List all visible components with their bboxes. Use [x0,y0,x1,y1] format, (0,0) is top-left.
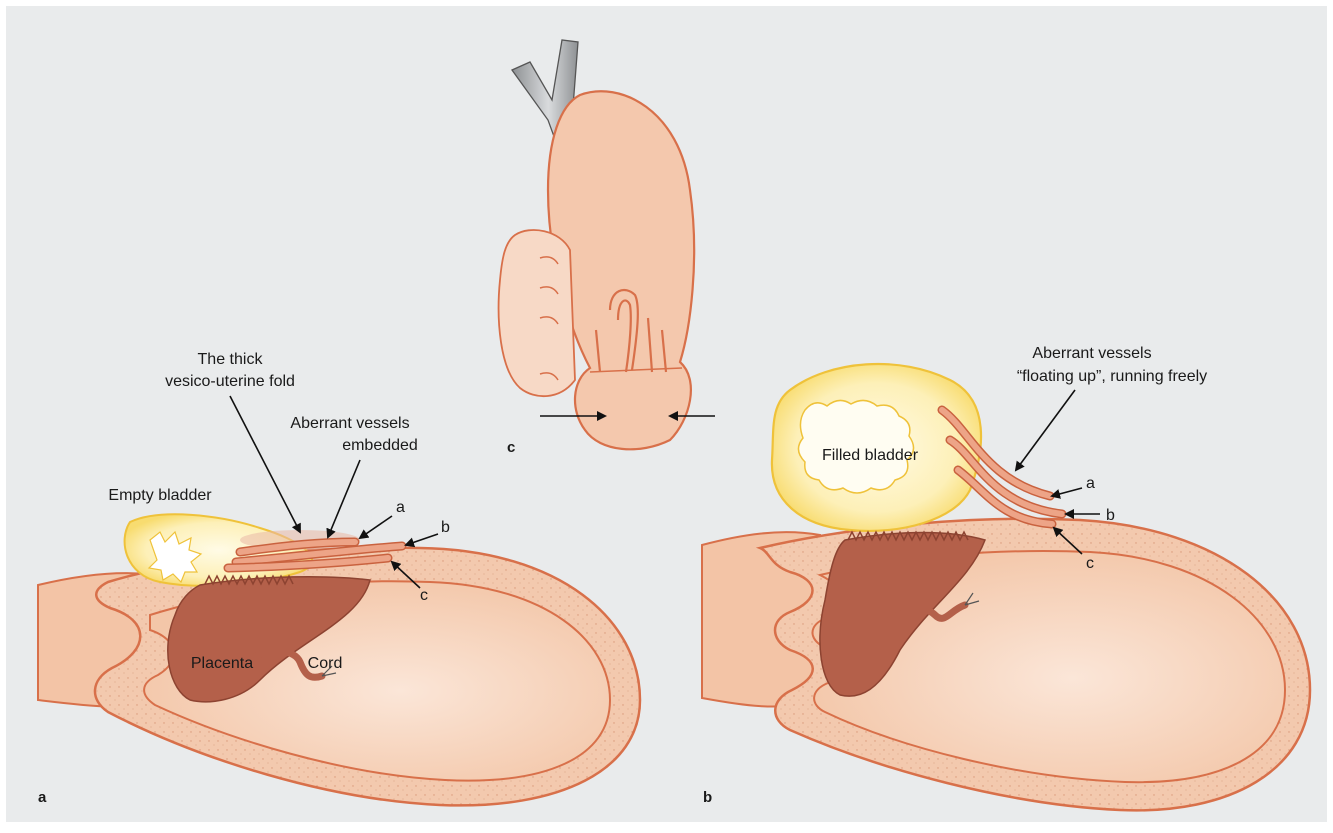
label-vessels-b-line2: “floating up”, running freely [1017,368,1207,385]
fingers [499,230,575,396]
label-fold-line2: vesico-uterine fold [165,373,295,390]
label-filled-bladder: Filled bladder [822,447,919,464]
label-empty-bladder: Empty bladder [108,487,212,504]
label-vessel-a-b: a [1086,475,1095,492]
label-vessel-c-b: c [1086,555,1094,572]
label-placenta: Placenta [191,655,253,672]
label-vessels-b-line1: Aberrant vessels [1032,345,1151,362]
label-vessel-b-b: b [1106,507,1115,524]
label-cord: Cord [308,655,343,672]
panel-a-tag: a [38,789,47,806]
panel-b-tag: b [703,789,712,806]
label-vessel-a-a: a [396,499,405,516]
label-vessel-b-a: b [441,519,450,536]
label-vessels-line1: Aberrant vessels [290,415,409,432]
label-vessels-line2: embedded [342,437,418,454]
label-vessel-c-a: c [420,587,428,604]
panel-c-tag: c [507,439,515,456]
label-fold-line1: The thick [198,351,264,368]
